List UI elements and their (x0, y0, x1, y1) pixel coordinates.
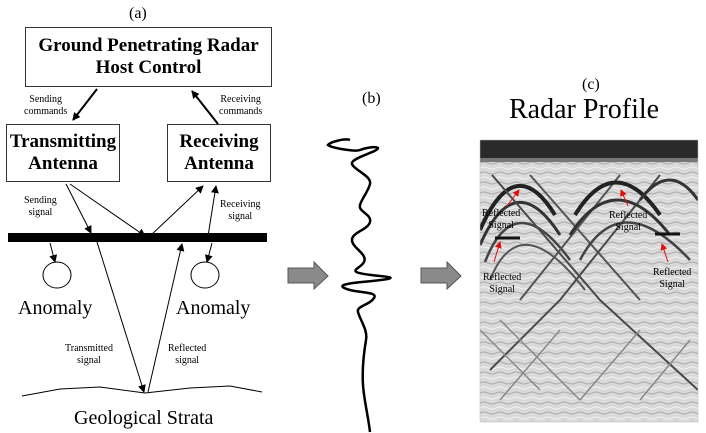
receiving-signal-arrow-1 (149, 185, 204, 237)
radar-profile-image (480, 140, 698, 422)
sending-commands-arrow (72, 88, 98, 121)
panel-label-b: (b) (362, 90, 381, 107)
host-control-line1: Ground Penetrating Radar (38, 35, 259, 57)
anomaly-right-circle (190, 261, 220, 289)
host-control-line2: Host Control (95, 57, 202, 78)
geological-strata-label: Geological Strata (74, 407, 214, 429)
anomaly-right-pointer (204, 242, 213, 263)
transmitting-antenna-box: Transmitting Antenna (6, 124, 120, 182)
flow-arrow-2 (420, 260, 462, 291)
transmitting-antenna-line2: Antenna (28, 153, 98, 174)
anomaly-left-pointer (49, 242, 58, 263)
anomaly-left-label: Anomaly (18, 297, 93, 319)
anomaly-left-circle (42, 261, 72, 289)
panel-label-c: (c) (582, 76, 600, 93)
receiving-signal-arrow-2 (207, 185, 219, 237)
receiving-commands-arrow (191, 90, 219, 125)
sending-signal-arrow-2 (69, 183, 146, 237)
receiving-antenna-box: Receiving Antenna (167, 124, 271, 182)
receiving-antenna-line1: Receiving (179, 131, 259, 153)
receiving-antenna-line2: Antenna (184, 153, 254, 174)
waveform-trace (326, 138, 392, 433)
strata-line (21, 385, 263, 397)
flow-arrow-1 (287, 260, 329, 291)
red-arrow-2 (493, 241, 502, 263)
radar-profile-title: Radar Profile (509, 94, 660, 125)
panel-label-a: (a) (129, 5, 147, 22)
anomaly-right-label: Anomaly (176, 297, 251, 319)
reflected-signal-arrow (147, 243, 185, 393)
transmitted-signal-arrow (96, 241, 146, 393)
transmitting-antenna-line1: Transmitting (9, 131, 117, 153)
ground-surface-bar (8, 233, 267, 242)
red-arrow-4 (660, 243, 669, 263)
red-arrow-1 (506, 189, 520, 207)
sending-signal-arrow-1 (65, 183, 92, 234)
red-arrow-3 (620, 189, 629, 207)
host-control-box: Ground Penetrating Radar Host Control (25, 27, 272, 87)
